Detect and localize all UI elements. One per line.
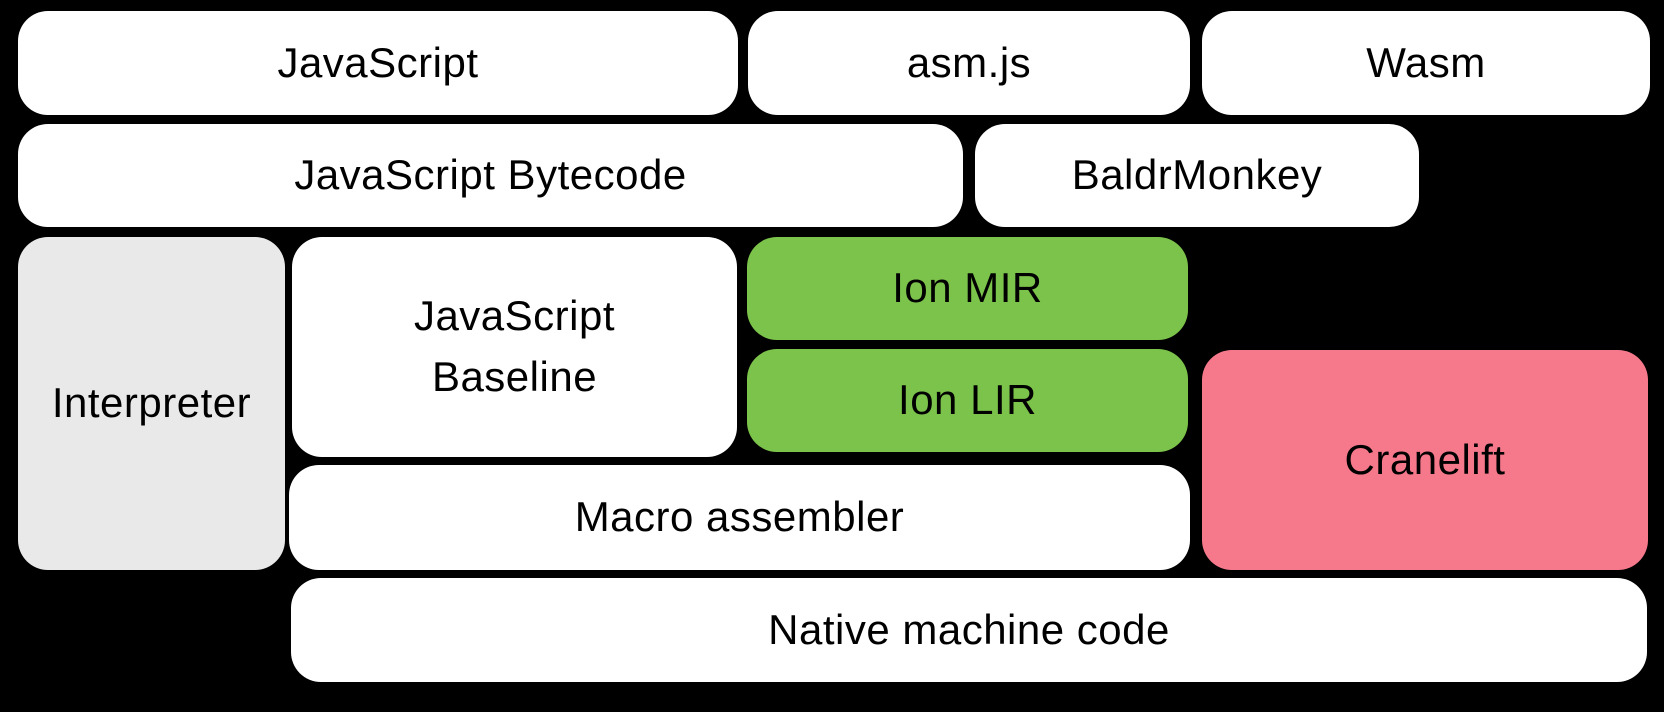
ion-lir-box: Ion LIR <box>747 349 1188 452</box>
asmjs-box: asm.js <box>748 11 1190 115</box>
cranelift-box: Cranelift <box>1202 350 1648 570</box>
javascript-bytecode-label: JavaScript Bytecode <box>294 151 687 199</box>
baldrmonkey-label: BaldrMonkey <box>1071 151 1323 199</box>
native-machine-code-box: Native machine code <box>291 578 1647 682</box>
javascript-baseline-label: JavaScript Baseline <box>413 292 616 400</box>
javascript-baseline-box: JavaScript Baseline <box>292 237 737 457</box>
javascript-bytecode-box: JavaScript Bytecode <box>18 124 963 227</box>
ion-lir-label: Ion LIR <box>898 376 1037 424</box>
javascript-box: JavaScript <box>18 11 738 115</box>
javascript-label: JavaScript <box>277 38 479 86</box>
interpreter-label: Interpreter <box>51 379 252 427</box>
native-machine-code-label: Native machine code <box>768 605 1170 653</box>
macro-assembler-box: Macro assembler <box>289 465 1190 570</box>
interpreter-box: Interpreter <box>18 237 285 570</box>
ion-mir-label: Ion MIR <box>892 264 1043 312</box>
macro-assembler-label: Macro assembler <box>574 493 905 541</box>
baldrmonkey-box: BaldrMonkey <box>975 124 1419 227</box>
ion-mir-box: Ion MIR <box>747 237 1188 340</box>
cranelift-label: Cranelift <box>1344 435 1506 483</box>
wasm-label: Wasm <box>1366 38 1486 86</box>
asmjs-label: asm.js <box>906 38 1032 86</box>
wasm-box: Wasm <box>1202 11 1650 115</box>
